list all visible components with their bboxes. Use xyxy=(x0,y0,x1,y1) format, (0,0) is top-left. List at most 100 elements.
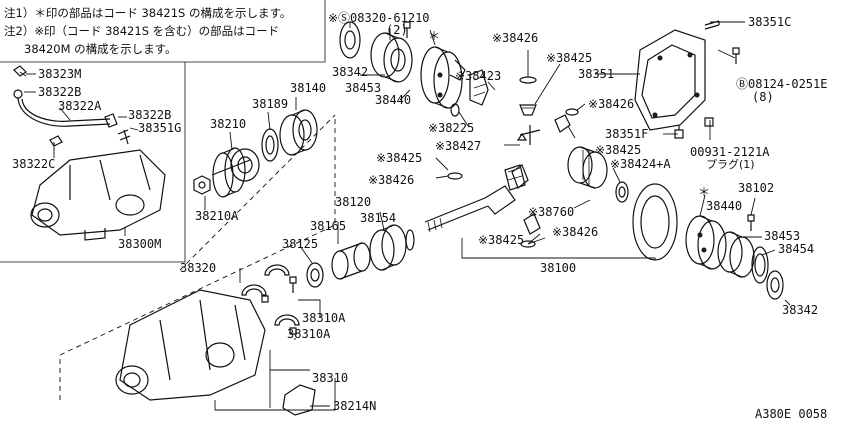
breather-fitting-part xyxy=(13,65,27,77)
label-38426-b: ※38426 xyxy=(588,97,634,111)
breather-connector-part xyxy=(49,135,63,147)
label-38425-c: ※38425 xyxy=(376,151,422,165)
label-38351C: 38351C xyxy=(748,15,791,29)
pinion-gear-washer-lower-part xyxy=(520,240,536,248)
label-38440-right: 38440 xyxy=(706,199,742,213)
label-38453-top: 38453 xyxy=(345,81,381,95)
label-38125: 38125 xyxy=(282,237,318,251)
label-38425-b: ※38425 xyxy=(595,143,641,157)
label-38423: ※38423 xyxy=(455,69,501,83)
notes-box: 注1）＊印の部品はコード 38421S の構成を示します。 注2）※印（コード … xyxy=(0,0,326,63)
label-star-right: ＊ xyxy=(698,185,710,199)
note-line-1: 注1）＊印の部品はコード 38421S の構成を示します。 xyxy=(4,6,291,20)
companion-flange-part xyxy=(211,147,260,198)
pinion-mate-right-part xyxy=(554,114,571,133)
side-bearing-part xyxy=(370,32,413,83)
label-38210A: 38210A xyxy=(195,209,239,223)
label-38426-d: ※38426 xyxy=(552,225,598,239)
label-38322B-right: 38322B xyxy=(128,108,171,122)
cover-bolt-part xyxy=(732,47,740,64)
side-gear-upper-part xyxy=(469,69,489,106)
side-bearing-right-part xyxy=(717,231,755,278)
label-38351: 38351 xyxy=(578,67,614,81)
drive-pinion-shaft-part xyxy=(424,164,526,233)
hose-clip-part xyxy=(117,129,131,145)
cap-bolt-part xyxy=(261,276,297,335)
hose-clamp-part xyxy=(13,89,23,99)
label-38310A-b: 38310A xyxy=(287,327,331,341)
label-bolt-08124-0251E: Ⓑ08124-0251E xyxy=(736,77,827,91)
pinion-mate-lower-part xyxy=(511,164,529,189)
pinion-lock-nut-part xyxy=(282,384,316,416)
label-38300M: 38300M xyxy=(118,237,161,251)
side-retainer-bolt-part xyxy=(403,21,411,38)
label-38342-right: 38342 xyxy=(782,303,818,317)
label-38310: 38310 xyxy=(312,371,348,385)
pinion-front-bearing-part xyxy=(306,262,324,288)
label-38120: 38120 xyxy=(335,195,371,209)
label-38426-c: ※38426 xyxy=(368,173,414,187)
pinion-mate-washer-lower-part xyxy=(447,172,463,180)
label-38310A-a: 38310A xyxy=(302,311,346,325)
ring-gear-part xyxy=(632,183,678,261)
label-38214N: 38214N xyxy=(333,399,376,413)
label-38140: 38140 xyxy=(290,81,326,95)
ring-gear-bolt-part xyxy=(747,214,755,231)
label-38154: 38154 xyxy=(360,211,396,225)
pinion-gear-lower-part xyxy=(523,213,541,235)
label-38165: 38165 xyxy=(310,219,346,233)
pinion-mate-shaft-part xyxy=(516,125,541,145)
adjusting-shim-part xyxy=(751,246,769,284)
label-38351G: 38351G xyxy=(138,121,181,135)
label-38189: 38189 xyxy=(252,97,288,111)
assembly-inset-box xyxy=(0,62,186,263)
breather-hose-group xyxy=(13,65,131,156)
pinion-shim-part xyxy=(405,229,415,251)
bearing-cap-part xyxy=(241,264,300,326)
carrier-small-part xyxy=(30,149,166,241)
collapsible-spacer-part xyxy=(331,242,371,280)
label-38425-a: ※38425 xyxy=(546,51,592,65)
pinion-mate-washer-right-part xyxy=(565,108,579,116)
side-gear-washer-lower-part xyxy=(615,181,629,203)
differential-case-top-part xyxy=(420,46,466,109)
drain-plug-part xyxy=(704,117,714,127)
label-38320: 38320 xyxy=(180,261,216,275)
pinion-mate-upper-part xyxy=(519,76,537,116)
side-gear-thrust-washer-part xyxy=(450,103,460,117)
label-38322C: 38322C xyxy=(12,157,55,171)
label-38342-top: 38342 xyxy=(332,65,368,79)
label-38440-top: 38440 xyxy=(375,93,411,107)
leader-lines xyxy=(24,21,791,411)
rear-cover-part xyxy=(634,29,706,131)
label-38760: ※38760 xyxy=(528,205,574,219)
label-38210: 38210 xyxy=(210,117,246,131)
label-38323M: 38323M xyxy=(38,67,81,81)
gear-carrier-part xyxy=(115,289,266,401)
label-star-top: ＊ xyxy=(428,29,440,43)
label-38225: ※38225 xyxy=(428,121,474,135)
filler-plug-part xyxy=(674,125,684,139)
label-38425-d: ※38425 xyxy=(478,233,524,247)
label-38453-right: 38453 xyxy=(764,229,800,243)
label-bolt-08320-61210: ※Ⓢ08320-61210 xyxy=(328,11,430,25)
label-38351F: 38351F xyxy=(605,127,648,141)
figure-code: A380E 0058 xyxy=(755,407,827,421)
label-38427: ※38427 xyxy=(435,139,481,153)
label-38322B-left: 38322B xyxy=(38,85,81,99)
oil-seal-part xyxy=(261,128,279,162)
pinion-nut-part xyxy=(193,175,211,195)
pinion-rear-bearing-part xyxy=(369,224,407,271)
label-38454: 38454 xyxy=(778,242,814,256)
label-bolt-qty-8: (8) xyxy=(752,90,774,104)
assembly-dashed-lines xyxy=(59,114,336,400)
label-38100: 38100 xyxy=(540,261,576,275)
label-plug-name: プラグ(1) xyxy=(706,157,755,171)
label-38426-a: ※38426 xyxy=(492,31,538,45)
part-labels: 38323M 38322B 38322A 38322B 38351G 38322… xyxy=(12,11,827,421)
label-38424A: ※38424+A xyxy=(610,157,671,171)
note-line-3: 38420M の構成を示します。 xyxy=(24,42,177,56)
label-38322A: 38322A xyxy=(58,99,102,113)
label-bolt-qty-2: (2) xyxy=(386,23,408,37)
